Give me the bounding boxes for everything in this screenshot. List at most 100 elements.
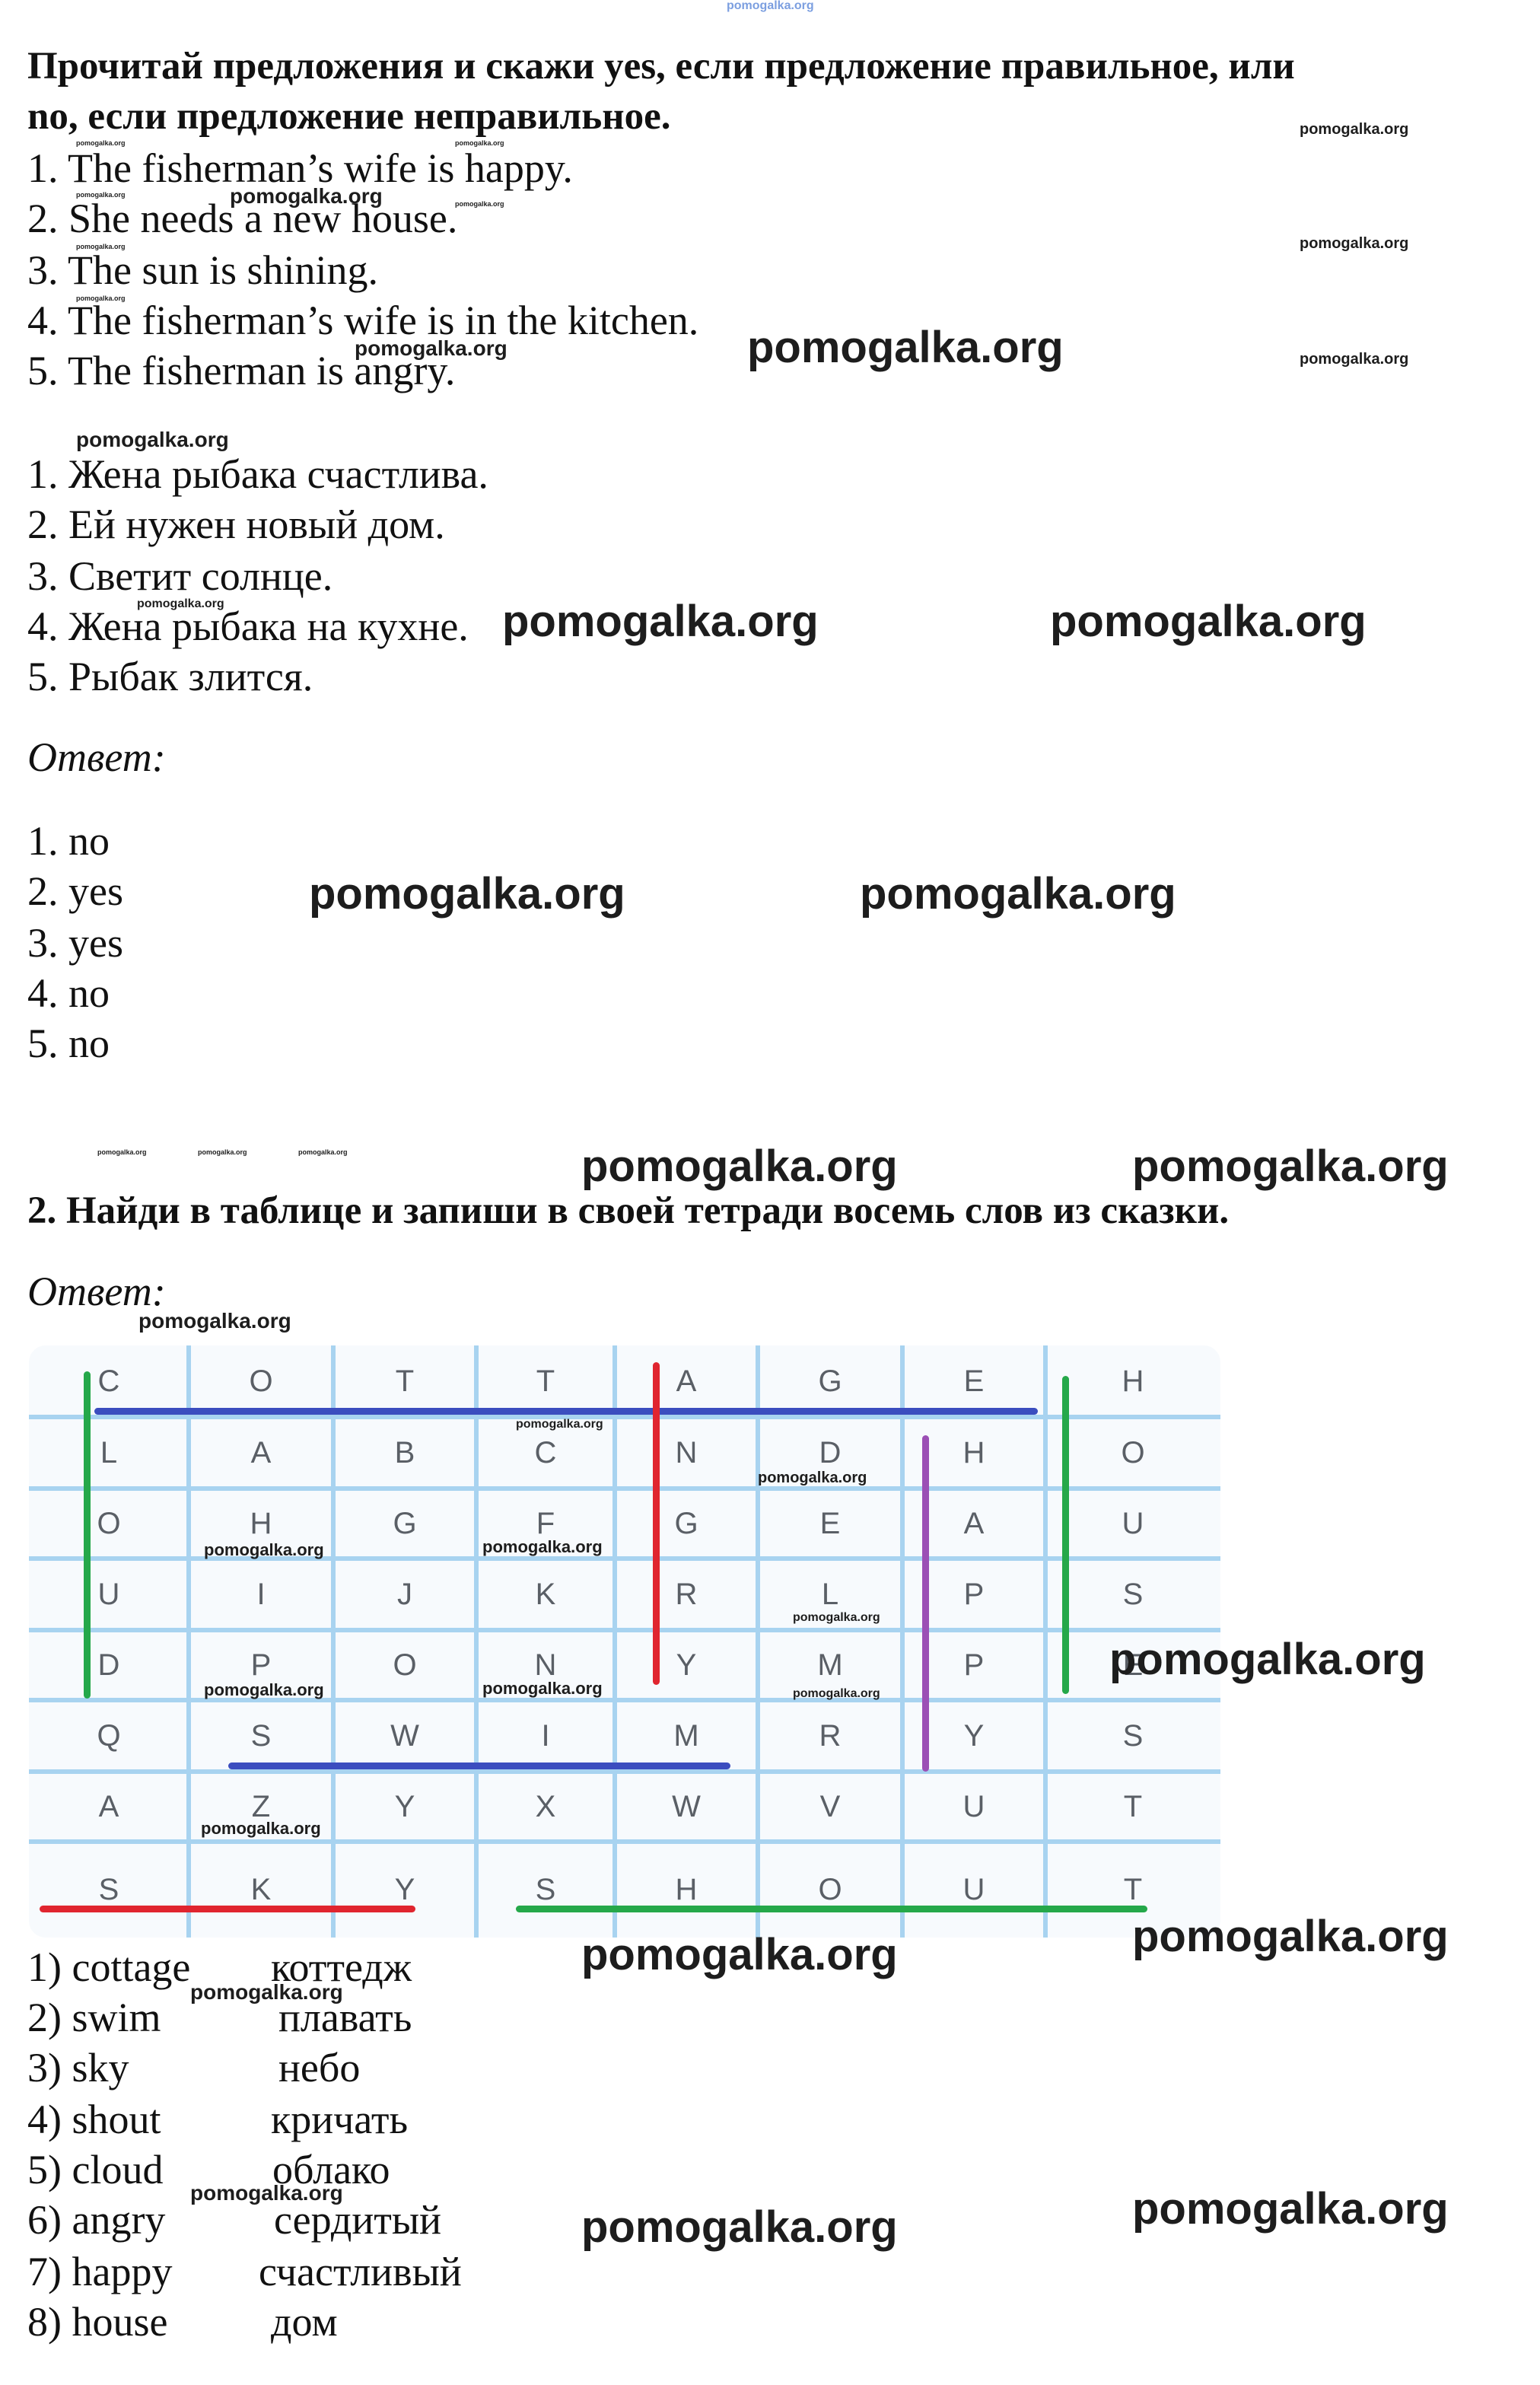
highlight-house xyxy=(1062,1376,1069,1694)
grid-cell: I xyxy=(256,1577,266,1611)
grid-cell: A xyxy=(676,1364,697,1398)
watermark: pomogalka.org xyxy=(204,1540,324,1559)
grid-cell: A xyxy=(98,1789,119,1823)
grid-line xyxy=(756,1345,760,1938)
translation-2: 2. Ей нужен новый дом. xyxy=(27,502,445,547)
grid-cell: Y xyxy=(394,1789,415,1823)
answer-3: 3. yes xyxy=(27,920,123,966)
word-en-2: 2) swim xyxy=(27,1995,161,2040)
grid-cell: S xyxy=(1122,1577,1144,1611)
watermark: pomogalka.org xyxy=(76,295,126,302)
grid-cell: C xyxy=(534,1435,557,1470)
translation-3: 3. Светит солнце. xyxy=(27,553,333,599)
watermark: pomogalka.org xyxy=(204,1680,324,1699)
watermark: pomogalka.org xyxy=(138,1309,291,1333)
grid-cell: N xyxy=(675,1435,698,1470)
grid-cell: Y xyxy=(963,1718,985,1753)
grid-cell: G xyxy=(393,1506,417,1540)
grid-cell: U xyxy=(963,1789,985,1823)
sentence-1: 1. The fisherman’s wife is happy. xyxy=(27,145,573,191)
grid-cell: K xyxy=(535,1577,556,1611)
grid-cell: D xyxy=(97,1648,120,1682)
watermark: pomogalka.org xyxy=(190,1980,343,2004)
task1-title-line1: Прочитай предложения и скажи yes, если п… xyxy=(27,45,1295,88)
word-en-8: 8) house xyxy=(27,2299,168,2345)
translation-5: 5. Рыбак злится. xyxy=(27,654,313,699)
grid-cell: L xyxy=(100,1435,118,1470)
grid-cell: M xyxy=(817,1648,843,1682)
grid-cell: U xyxy=(963,1872,985,1906)
grid-line xyxy=(29,1556,1220,1561)
watermark: pomogalka.org xyxy=(793,1611,880,1624)
grid-cell: G xyxy=(674,1506,698,1540)
grid-cell: O xyxy=(97,1506,121,1540)
grid-line xyxy=(29,1698,1220,1702)
watermark: pomogalka.org xyxy=(298,1148,348,1156)
watermark: pomogalka.org xyxy=(455,200,504,208)
watermark: pomogalka.org xyxy=(455,139,504,147)
grid-cell: S xyxy=(1122,1718,1144,1753)
grid-line xyxy=(474,1345,479,1938)
watermark: pomogalka.org xyxy=(758,1470,867,1486)
word-ru-4: кричать xyxy=(271,2097,409,2142)
word-pair-1: 1) cottage коттедж xyxy=(27,1944,412,1990)
grid-line xyxy=(1043,1345,1048,1938)
watermark: pomogalka.org xyxy=(1300,351,1409,368)
grid-cell: E xyxy=(963,1364,985,1398)
sentence-4: 4. The fisherman’s wife is in the kitche… xyxy=(27,298,699,343)
watermark: pomogalka.org xyxy=(482,1537,603,1556)
watermark: pomogalka.org xyxy=(1109,1635,1426,1684)
answer-4: 4. no xyxy=(27,970,110,1016)
word-ru-7: счастливый xyxy=(259,2249,462,2294)
word-ru-1: коттедж xyxy=(271,1944,412,1990)
word-en-3: 3) sky xyxy=(27,2045,129,2090)
word-en-5: 5) cloud xyxy=(27,2147,164,2192)
sentence-3: 3. The sun is shining. xyxy=(27,247,379,293)
grid-cell: Y xyxy=(676,1648,697,1682)
grid-cell: R xyxy=(675,1577,698,1611)
highlight-shout xyxy=(516,1906,1147,1912)
grid-cell: X xyxy=(535,1789,556,1823)
grid-line xyxy=(29,1769,1220,1774)
watermark: pomogalka.org xyxy=(747,323,1064,372)
grid-cell: H xyxy=(963,1435,985,1470)
watermark: pomogalka.org xyxy=(1300,235,1409,252)
grid-cell: E xyxy=(1122,1648,1144,1682)
grid-line xyxy=(186,1345,191,1938)
highlight-cottage xyxy=(94,1408,1038,1415)
grid-cell: L xyxy=(821,1577,839,1611)
grid-cell: T xyxy=(1123,1789,1143,1823)
watermark: pomogalka.org xyxy=(76,428,229,451)
grid-cell: K xyxy=(250,1872,272,1906)
grid-cell: F xyxy=(536,1506,555,1540)
highlight-happy xyxy=(922,1435,929,1772)
watermark: pomogalka.org xyxy=(581,2202,898,2252)
grid-cell: Z xyxy=(251,1789,271,1823)
word-en-1: 1) cottage xyxy=(27,1944,191,1990)
grid-cell: O xyxy=(249,1364,273,1398)
grid-cell: H xyxy=(250,1506,272,1540)
watermark: pomogalka.org xyxy=(1050,597,1367,646)
answer-1: 1. no xyxy=(27,818,110,864)
grid-line xyxy=(29,1839,1220,1844)
word-en-6: 6) angry xyxy=(27,2197,166,2243)
watermark: pomogalka.org xyxy=(1300,121,1409,138)
sentence-5: 5. The fisherman is angry. xyxy=(27,348,456,393)
grid-cell: E xyxy=(819,1506,841,1540)
grid-cell: Q xyxy=(97,1718,121,1753)
grid-cell: B xyxy=(394,1435,415,1470)
grid-cell: O xyxy=(1121,1435,1145,1470)
watermark: pomogalka.org xyxy=(97,1148,147,1156)
grid-cell: T xyxy=(536,1364,555,1398)
word-en-7: 7) happy xyxy=(27,2249,173,2294)
grid-line xyxy=(29,1486,1220,1491)
grid-cell: I xyxy=(541,1718,550,1753)
translation-1: 1. Жена рыбака счастлива. xyxy=(27,451,488,497)
grid-cell: W xyxy=(672,1789,701,1823)
watermark: pomogalka.org xyxy=(516,1418,603,1431)
